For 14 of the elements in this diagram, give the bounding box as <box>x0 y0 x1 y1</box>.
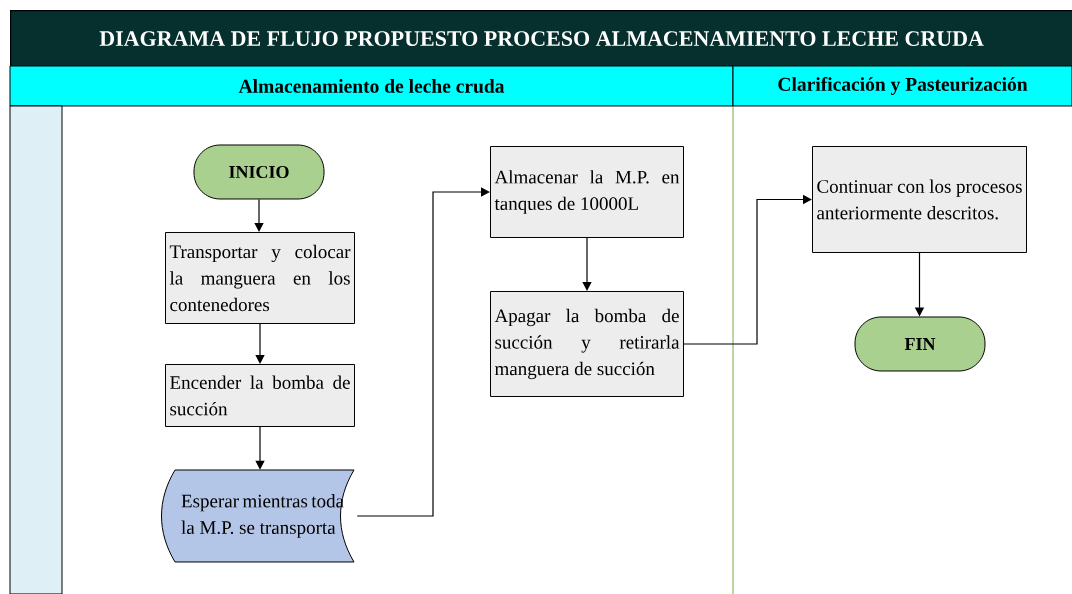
process-box: Almacenar la M.P. en tanques de 10000L <box>490 146 684 238</box>
title-band: DIAGRAMA DE FLUJO PROPUESTO PROCESO ALMACENAMIENTO LECHE CRUDA <box>10 10 1072 68</box>
arrow <box>683 194 812 345</box>
process-box: Transportar y colocar la manguera en los contenedores <box>165 232 355 324</box>
arrow <box>255 323 265 364</box>
process-box: Continuar con los procesos anteriormente descritos. <box>812 146 1027 253</box>
process-box: Encender la bomba de succión <box>165 364 355 427</box>
arrow <box>356 187 490 517</box>
lane-band <box>9 105 63 594</box>
arrow <box>255 426 265 470</box>
process-box: Apagar la bomba de succión y retirarla manguera de succión <box>490 291 684 397</box>
arrow <box>582 237 592 291</box>
lane-header: Clarificación y Pasteurización <box>732 65 1072 107</box>
arrow <box>254 198 264 232</box>
